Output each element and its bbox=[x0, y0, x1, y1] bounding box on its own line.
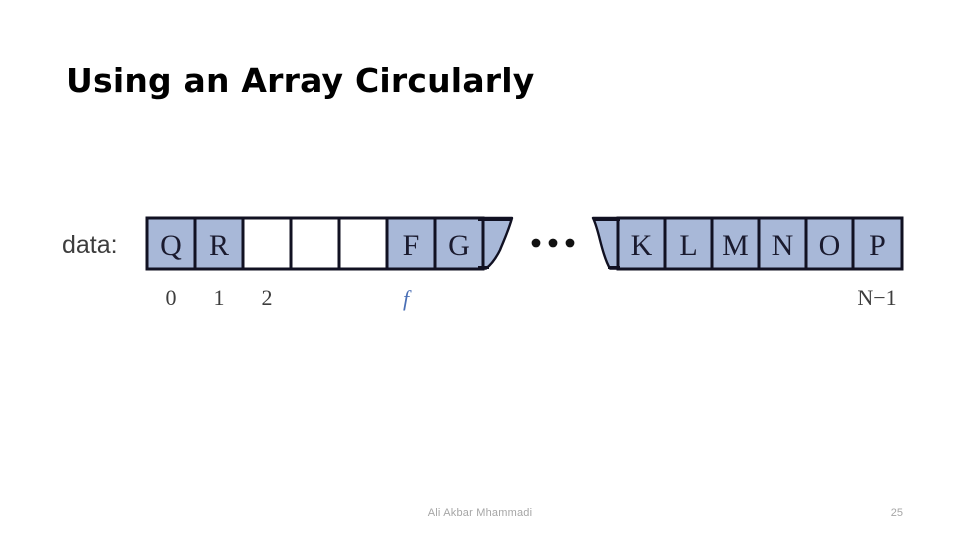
footer-author: Ali Akbar Mhammadi bbox=[427, 507, 533, 519]
array-cell-o-value: O bbox=[819, 229, 841, 262]
torn-edge-right bbox=[476, 216, 514, 270]
torn-edge-left bbox=[591, 216, 620, 270]
index-label-0: 0 bbox=[166, 285, 177, 310]
array-cell-p-value: P bbox=[869, 229, 886, 262]
array-cell-l bbox=[663, 216, 714, 271]
array-cell-5-value: F bbox=[403, 229, 420, 262]
array-cell-0-value: Q bbox=[160, 229, 182, 262]
front-pointer-label: f bbox=[403, 286, 412, 311]
array-cell-m bbox=[710, 216, 761, 271]
ellipsis bbox=[531, 238, 575, 248]
array-cell-6-value: G bbox=[448, 229, 470, 262]
array-cell-3 bbox=[289, 216, 341, 271]
array-segment-right: K L M N O P bbox=[591, 216, 904, 271]
array-cell-6 bbox=[433, 216, 485, 271]
index-label-n-minus-1: N−1 bbox=[857, 285, 896, 310]
index-label-2: 2 bbox=[262, 285, 273, 310]
footer-page-number: 25 bbox=[890, 507, 903, 519]
array-segment-left: Q R F G bbox=[145, 216, 514, 271]
index-label-1: 1 bbox=[214, 285, 225, 310]
array-cell-m-value: M bbox=[722, 229, 749, 262]
page-title: Using an Array Circularly bbox=[66, 61, 535, 100]
array-cell-5 bbox=[385, 216, 437, 271]
array-cell-1 bbox=[193, 216, 245, 271]
array-cell-k-value: K bbox=[631, 229, 653, 262]
array-cell-k bbox=[616, 216, 667, 271]
array-cell-p bbox=[851, 216, 904, 271]
array-cell-1-value: R bbox=[209, 229, 229, 262]
array-cell-n-value: N bbox=[772, 229, 794, 262]
array-cell-o bbox=[804, 216, 855, 271]
data-row-label: data: bbox=[62, 231, 118, 259]
array-cell-l-value: L bbox=[679, 229, 697, 262]
array-cell-0 bbox=[145, 216, 197, 271]
array-cell-n bbox=[757, 216, 808, 271]
array-cell-2 bbox=[241, 216, 293, 271]
array-cell-4 bbox=[337, 216, 389, 271]
